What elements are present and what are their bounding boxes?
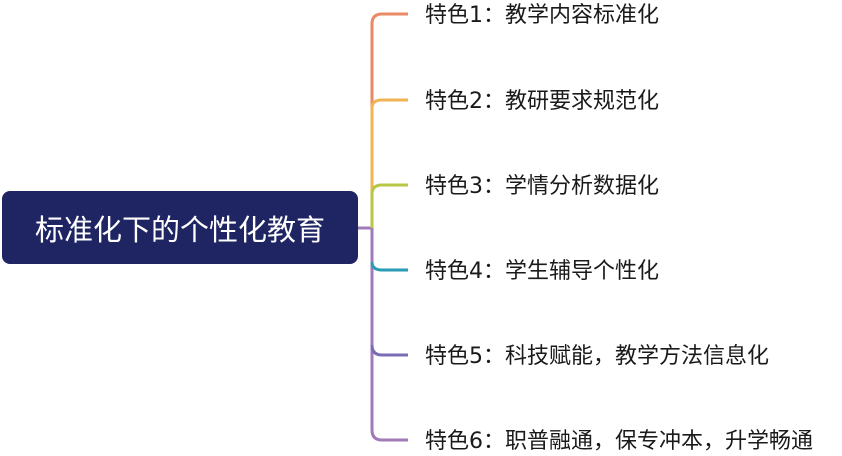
branch-node-1[interactable]: 特色1：教学内容标准化: [425, 3, 659, 28]
branch-node-2[interactable]: 特色2：教研要求规范化: [425, 89, 659, 114]
branch-node-5[interactable]: 特色5：科技赋能，教学方法信息化: [425, 344, 769, 369]
branch-node-6[interactable]: 特色6：职普融通，保专冲本，升学畅通: [425, 429, 813, 454]
root-node-label: 标准化下的个性化教育: [34, 212, 325, 247]
branch-node-4[interactable]: 特色4：学生辅导个性化: [425, 259, 659, 284]
root-node[interactable]: 标准化下的个性化教育: [2, 191, 358, 264]
branch-node-3[interactable]: 特色3：学情分析数据化: [425, 174, 659, 199]
